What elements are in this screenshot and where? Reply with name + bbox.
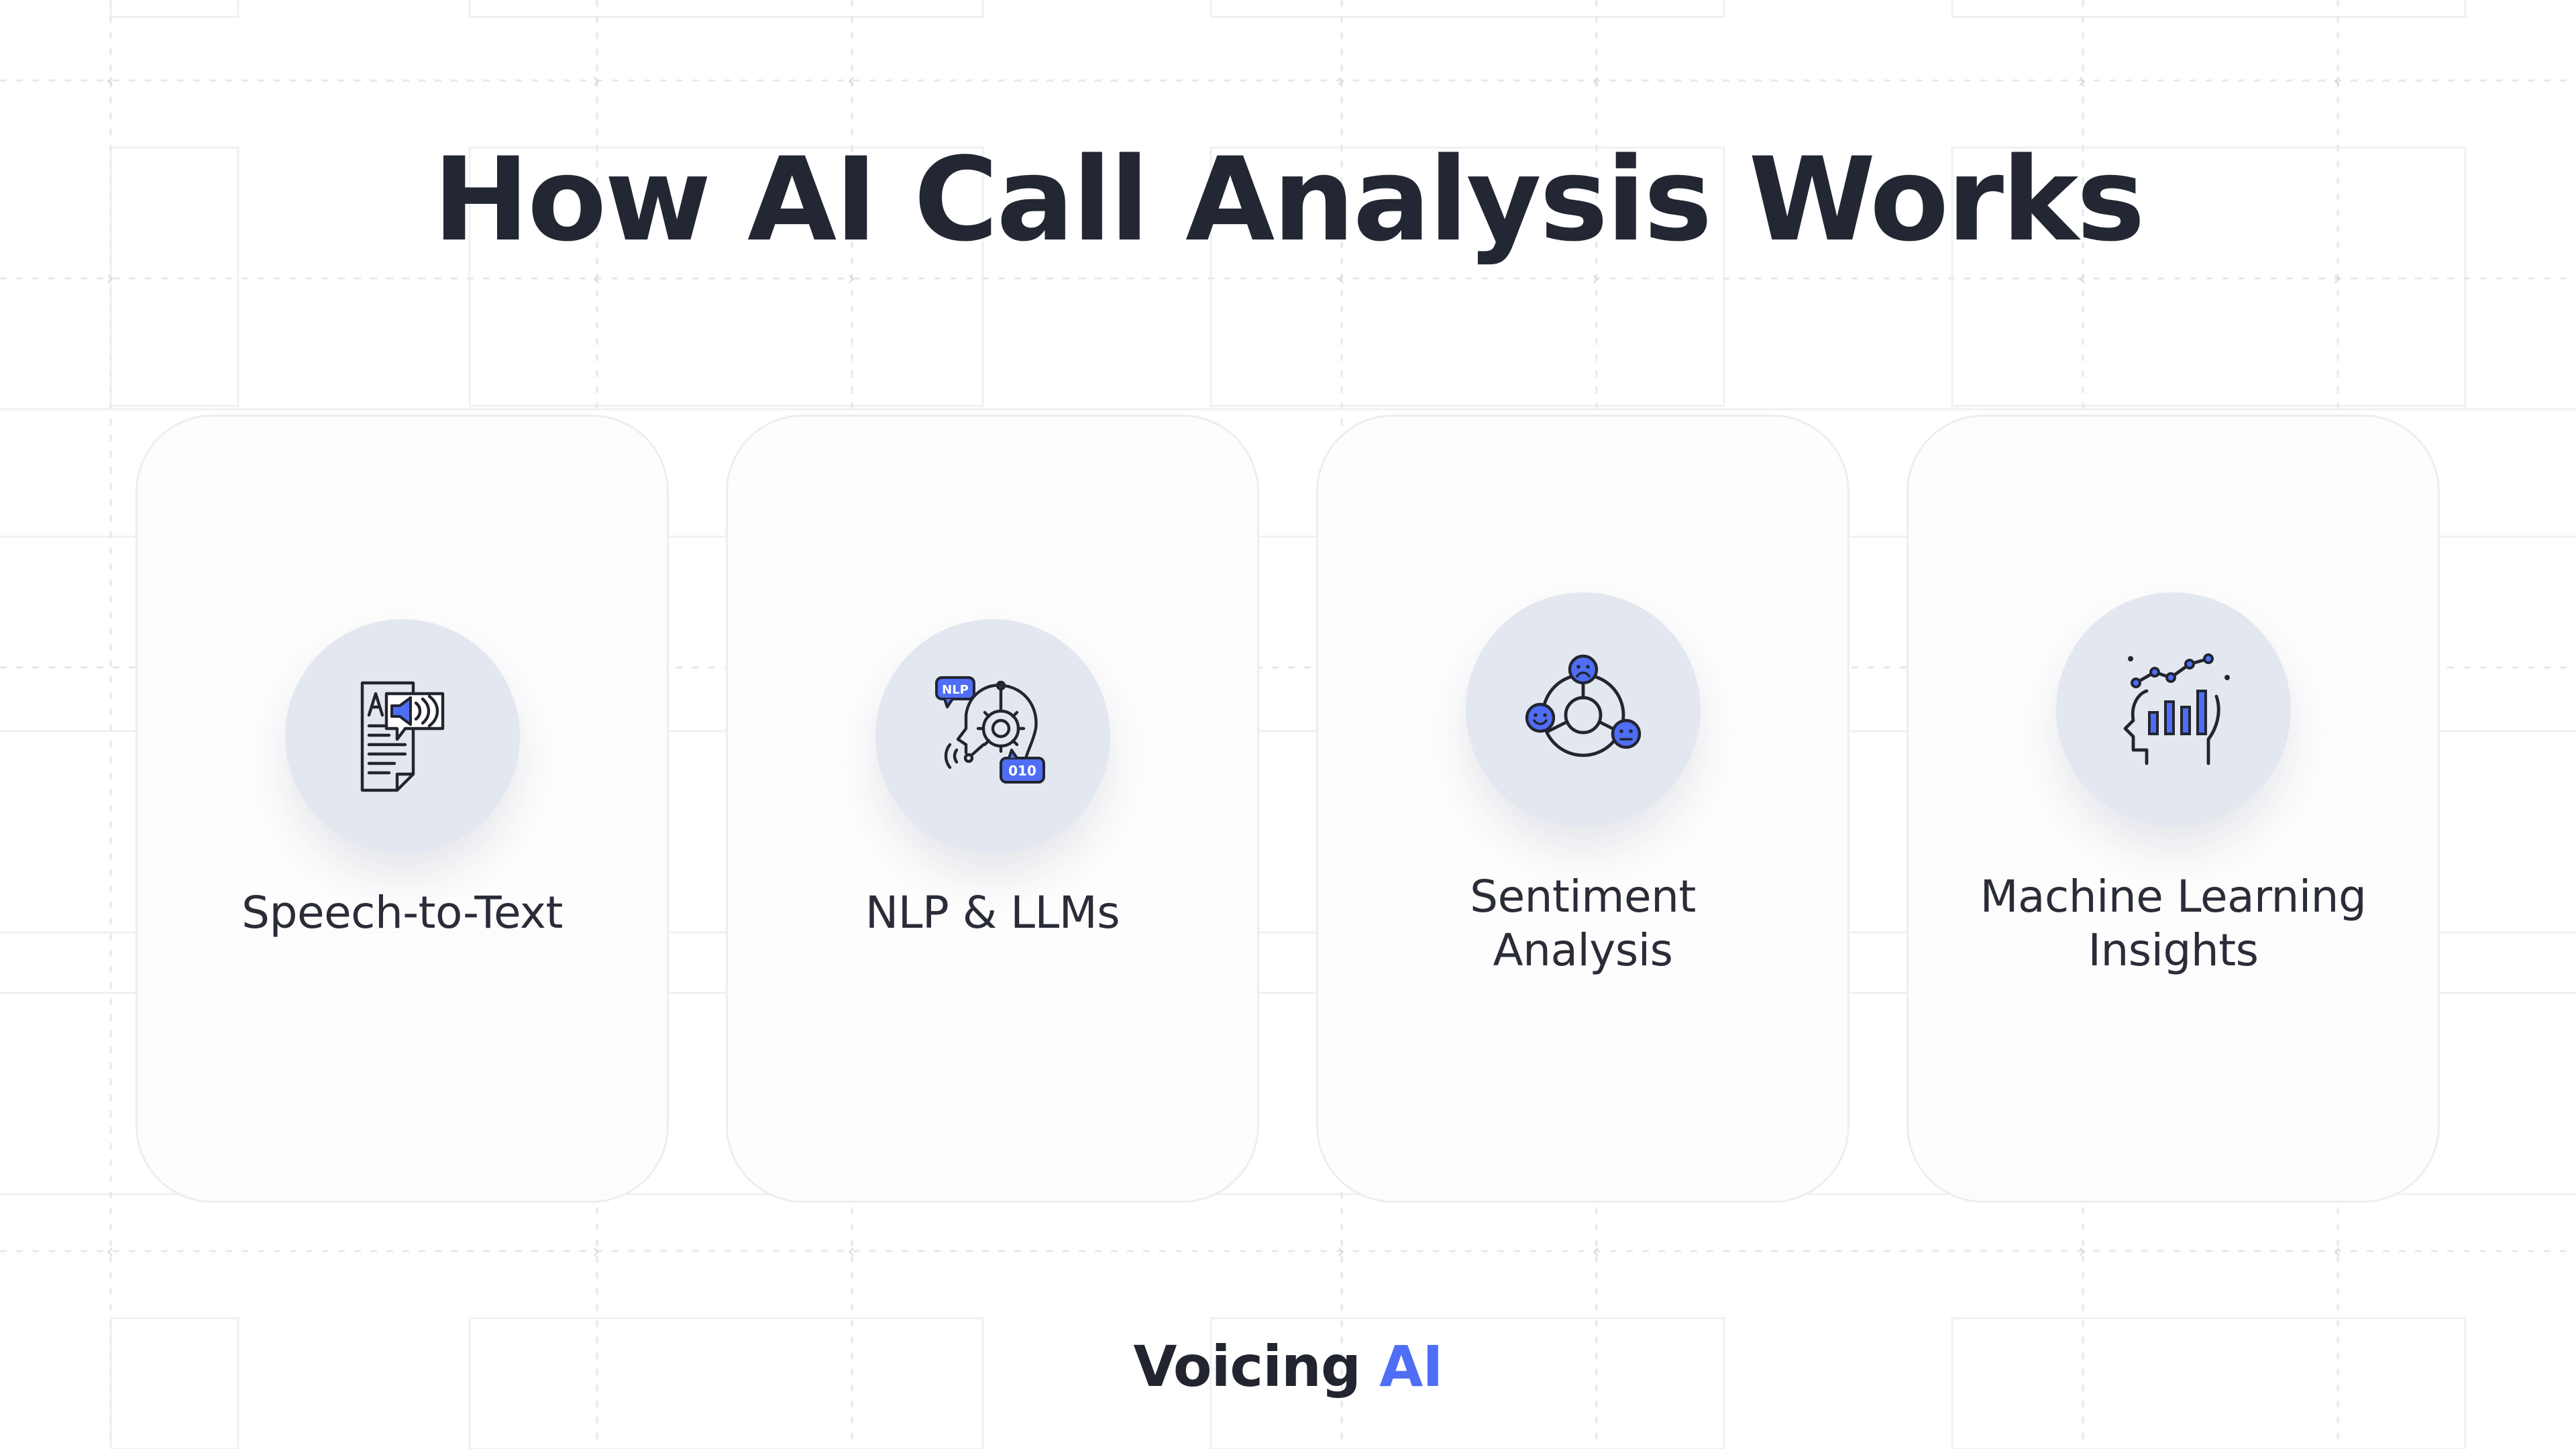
svg-text:›: › — [2333, 267, 2341, 290]
svg-text:‹: ‹ — [592, 267, 600, 290]
svg-text:‹: ‹ — [1337, 267, 1345, 290]
brand-name: Voicing — [1133, 1334, 1361, 1399]
svg-text:›: › — [1337, 69, 1345, 93]
brand-accent: AI — [1379, 1334, 1443, 1399]
ml-head-chart-icon — [2123, 653, 2230, 765]
icon-circle — [1466, 592, 1701, 827]
page-title: How AI Call Analysis Works — [433, 132, 2145, 267]
card-nlp-llms: NLP 010 NLP & LLMs — [726, 415, 1259, 1203]
svg-text:›: › — [2078, 1240, 2086, 1263]
brand-logo: Voicing AI — [0, 1338, 2576, 1395]
icon-circle — [285, 619, 520, 854]
svg-text:‹: ‹ — [106, 69, 114, 93]
svg-text:010: 010 — [1008, 763, 1036, 779]
speech-to-text-icon — [360, 681, 445, 792]
svg-text:›: › — [1592, 267, 1600, 290]
svg-text:‹: ‹ — [1592, 69, 1600, 93]
svg-text:›: › — [592, 1240, 600, 1263]
svg-text:‹: ‹ — [847, 69, 855, 93]
svg-text:‹: ‹ — [847, 1240, 855, 1263]
card-label: NLP & LLMs — [865, 887, 1120, 938]
svg-text:›: › — [2078, 69, 2086, 93]
sentiment-faces-icon — [1525, 654, 1642, 757]
icon-circle: NLP 010 — [875, 619, 1110, 854]
svg-text:›: › — [592, 69, 600, 93]
svg-text:‹: ‹ — [106, 1240, 114, 1263]
card-label: Sentiment Analysis — [1470, 871, 1696, 976]
nlp-brain-gear-icon: NLP 010 — [935, 676, 1045, 784]
card-speech-to-text: Speech-to-Text — [136, 415, 669, 1203]
card-label: Machine Learning Insights — [1980, 871, 2367, 976]
icon-circle — [2056, 592, 2291, 827]
card-label: Speech-to-Text — [241, 887, 563, 938]
svg-text:‹: ‹ — [2333, 69, 2341, 93]
svg-text:‹: ‹ — [1592, 1240, 1600, 1263]
card-machine-learning-insights: Machine Learning Insights — [1907, 415, 2440, 1203]
svg-text:‹: ‹ — [2078, 267, 2086, 290]
svg-text:›: › — [847, 267, 855, 290]
svg-text:›: › — [1337, 1240, 1345, 1263]
svg-text:‹: ‹ — [2333, 1240, 2341, 1263]
svg-text:NLP: NLP — [942, 683, 969, 697]
svg-text:›: › — [106, 267, 114, 290]
card-sentiment-analysis: Sentiment Analysis — [1316, 415, 1849, 1203]
